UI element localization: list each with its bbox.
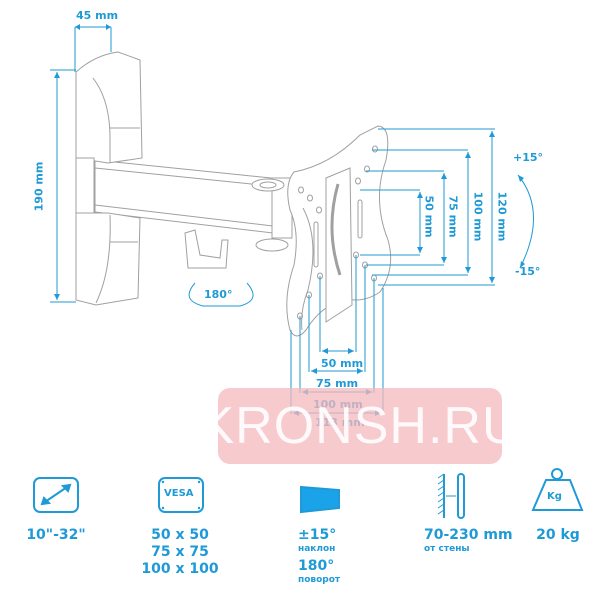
tilt-caption: наклон xyxy=(298,544,336,554)
vertical-120-label: 120 mm xyxy=(495,191,509,242)
tilt-down-label: -15° xyxy=(515,265,541,278)
weight-icon-label: Kg xyxy=(547,491,562,502)
vesa-value-1: 50 x 50 xyxy=(151,527,209,543)
watermark-text: KRONSH.RU xyxy=(199,397,521,455)
vesa-icon xyxy=(158,477,204,513)
hook xyxy=(184,229,229,269)
vesa-icon-label: VESA xyxy=(164,488,194,499)
horizontal-75-label: 75 mm xyxy=(316,377,359,390)
vertical-100-label: 100 mm xyxy=(471,191,485,242)
tilt-up-label: +15° xyxy=(513,151,544,164)
swivel-label: 180° xyxy=(204,288,233,301)
vesa-value-2: 75 x 75 xyxy=(151,544,209,560)
diagonal-screen-icon xyxy=(33,477,79,513)
watermark-banner xyxy=(218,388,502,464)
weight-value: 20 kg xyxy=(536,527,580,543)
wall-distance-value: 70-230 mm xyxy=(424,527,513,543)
vertical-75-label: 75 mm xyxy=(446,195,460,238)
spec-tilt-rotate: ±15° наклон 180° поворот xyxy=(298,527,378,589)
rotate-caption: поворот xyxy=(298,575,341,585)
wall-distance-icon xyxy=(457,473,465,519)
wall-distance-caption: от стены xyxy=(424,544,470,554)
tilt-value: ±15° xyxy=(298,527,337,543)
vertical-50-label: 50 mm xyxy=(422,195,436,238)
rotate-value: 180° xyxy=(298,558,335,574)
spec-weight: 20 kg xyxy=(528,527,588,544)
horizontal-50-label: 50 mm xyxy=(321,357,364,370)
wall-plate-width-label: 45 mm xyxy=(76,9,119,22)
wall-plate-upper xyxy=(75,51,143,164)
tilt-screen-icon xyxy=(300,485,340,514)
weight-icon xyxy=(531,479,584,511)
wall-plate-height-label: 190 mm xyxy=(32,161,46,212)
spec-vesa: 50 x 50 75 x 75 100 x 100 xyxy=(135,527,225,578)
spec-screen-size: 10"-32" xyxy=(20,527,92,544)
screen-size-value: 10"-32" xyxy=(26,527,86,543)
spec-wall-distance: 70-230 mm от стены xyxy=(424,527,514,558)
vesa-value-3: 100 x 100 xyxy=(141,561,219,577)
